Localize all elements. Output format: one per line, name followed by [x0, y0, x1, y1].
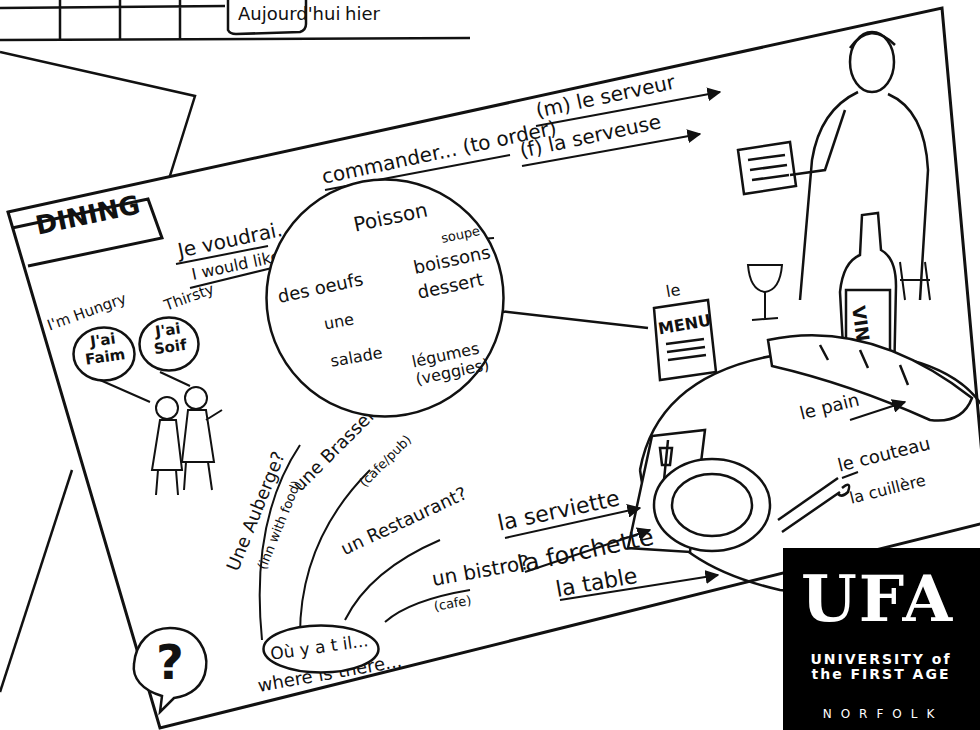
diners-figures [156, 397, 178, 419]
place-setting [654, 459, 770, 551]
question-bubble: ? [130, 624, 210, 714]
connector-line [504, 312, 648, 328]
waiter-figure [850, 33, 895, 48]
back-sheet [0, 0, 225, 40]
node-text: J'ai Soif [142, 319, 196, 359]
diners-figures [152, 420, 182, 495]
speech-bubble-outline [74, 328, 135, 381]
place-setting [628, 430, 849, 552]
menu-zoom-circle: Poissonsoupedes oeufsboissonsdessertune … [265, 178, 505, 418]
card [8, 8, 980, 728]
speech-bubble-outline [140, 318, 199, 371]
speech-bubble: J'ai Faim [72, 326, 136, 382]
question-bubble-outline [134, 628, 207, 712]
vocab-label: Aujourd'hui [238, 4, 340, 24]
node-text: une salade [321, 295, 393, 380]
waiter-figure [748, 155, 789, 180]
diners-figures [185, 387, 207, 409]
wine-glass [900, 262, 930, 300]
speech-bubble-outline [264, 626, 379, 673]
node-text: ? [156, 636, 184, 689]
speech-bubble: Où y a t il... [262, 624, 380, 674]
node-text: le [665, 281, 682, 301]
bread-loaf [820, 345, 908, 385]
node-text: NORFOLK [793, 708, 973, 721]
waiter-figure [738, 142, 796, 194]
wine-glass [752, 292, 778, 320]
back-sheet [0, 38, 470, 40]
waiter-figure [738, 32, 928, 300]
node-text: UNIVERSITY of the FIRST AGE [791, 652, 971, 683]
leader-line [176, 92, 905, 600]
wine-glass [748, 265, 782, 292]
card [8, 8, 980, 728]
menu-card-outline [654, 300, 716, 380]
diners-figures [182, 410, 222, 490]
node-text: J'ai Faim [76, 329, 132, 369]
vocab-label: hier [345, 4, 380, 24]
place-setting [782, 485, 849, 532]
logo-box: UFA UNIVERSITY of the FIRST AGE NORFOLK [783, 548, 980, 730]
speech-bubble: J'ai Soif [138, 316, 200, 372]
vocab-label: VIN [848, 305, 873, 343]
waiter-figure [850, 32, 894, 92]
waiter-figure [790, 110, 845, 175]
place-setting [672, 474, 752, 536]
back-sheet [0, 470, 72, 692]
menu-card: leMENU [648, 282, 718, 382]
node-text: UFA [801, 564, 954, 634]
wine-glass [748, 262, 930, 320]
menu-zoom-circle-outline [267, 180, 504, 417]
diners-figures [100, 372, 222, 495]
